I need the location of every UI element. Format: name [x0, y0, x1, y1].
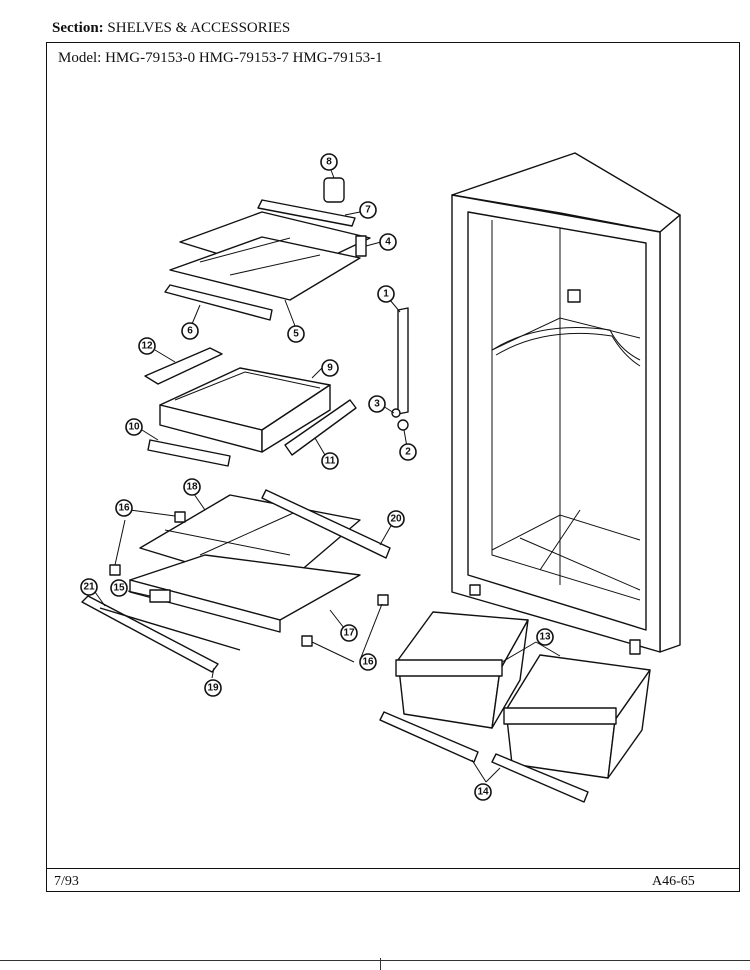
vertical-rail [391, 307, 409, 431]
crisper-drawer-assembly [144, 347, 357, 467]
lower-shelf-assembly [81, 489, 391, 673]
callout-14: 14 [474, 783, 492, 801]
svg-text:5: 5 [293, 329, 299, 340]
callout-5: 5 [287, 325, 305, 343]
page-bottom-tick [380, 958, 381, 970]
svg-text:3: 3 [374, 399, 380, 410]
svg-text:11: 11 [325, 456, 336, 467]
callout-3: 3 [368, 395, 386, 413]
svg-text:19: 19 [207, 683, 219, 694]
svg-text:16: 16 [362, 657, 374, 668]
callout-6: 6 [181, 322, 199, 340]
section-name: SHELVES & ACCESSORIES [107, 20, 291, 36]
model-header: Model: HMG-79153-0 HMG-79153-7 HMG-79153… [58, 50, 383, 67]
svg-text:21: 21 [83, 582, 95, 593]
callout-2: 2 [399, 443, 417, 461]
svg-text:2: 2 [405, 447, 411, 458]
svg-text:7: 7 [365, 205, 371, 216]
callout-20: 20 [387, 510, 405, 528]
callout-21: 21 [80, 578, 98, 596]
callout-7: 7 [359, 201, 377, 219]
callout-12: 12 [138, 337, 156, 355]
callout-16-upper: 16 [115, 499, 133, 517]
callout-13: 13 [536, 628, 554, 646]
svg-text:12: 12 [141, 341, 153, 352]
page-bottom-rule [0, 960, 750, 961]
svg-text:14: 14 [477, 787, 489, 798]
refrigerator-cabinet [451, 152, 681, 655]
section-header: Section: SHELVES & ACCESSORIES [52, 20, 290, 37]
callout-17: 17 [340, 624, 358, 642]
leader-lines [94, 169, 561, 783]
callout-4: 4 [379, 233, 397, 251]
svg-text:9: 9 [327, 363, 333, 374]
svg-text:17: 17 [343, 628, 355, 639]
callout-1: 1 [377, 285, 395, 303]
svg-text:16: 16 [118, 503, 130, 514]
callout-11: 11 [321, 452, 339, 470]
callout-19: 19 [204, 679, 222, 697]
revision-date: 7/93 [54, 874, 79, 889]
crisper-bins [379, 611, 651, 803]
page-code: A46-65 [652, 874, 695, 889]
callout-18: 18 [183, 478, 201, 496]
model-numbers: HMG-79153-0 HMG-79153-7 HMG-79153-1 [105, 50, 383, 66]
svg-text:10: 10 [128, 422, 140, 433]
svg-text:18: 18 [186, 482, 198, 493]
callout-9: 9 [321, 359, 339, 377]
callout-8: 8 [320, 153, 338, 171]
svg-text:6: 6 [187, 326, 193, 337]
svg-text:1: 1 [383, 289, 389, 300]
svg-text:13: 13 [539, 632, 551, 643]
top-shelf-assembly [164, 177, 371, 321]
section-label: Section: [52, 20, 104, 36]
svg-text:15: 15 [113, 583, 125, 594]
model-label: Model: [58, 50, 102, 66]
callout-10: 10 [125, 418, 143, 436]
callout-16-lower: 16 [359, 653, 377, 671]
svg-text:20: 20 [390, 514, 402, 525]
svg-text:4: 4 [385, 237, 391, 248]
diagram-frame [46, 42, 740, 892]
footer-rule [46, 868, 740, 869]
svg-text:8: 8 [326, 157, 332, 168]
callout-15: 15 [110, 579, 128, 597]
